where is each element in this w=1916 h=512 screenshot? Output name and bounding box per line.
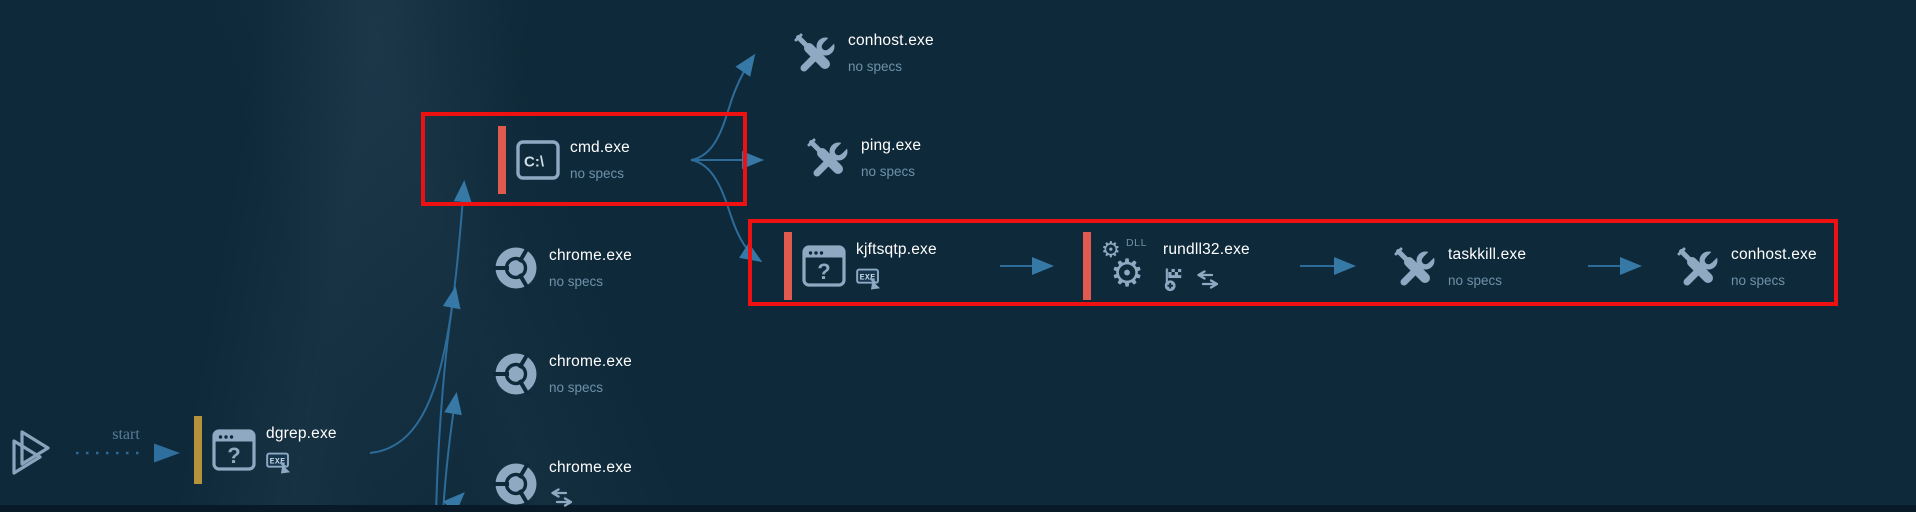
severity-bar-red	[784, 232, 792, 300]
autostart-flag-icon	[1163, 266, 1186, 293]
process-specs: no specs	[549, 274, 604, 289]
dll-label: DLL	[1126, 237, 1148, 249]
gear-glyph: ⚙	[1101, 238, 1121, 263]
process-name: taskkill.exe	[1448, 246, 1527, 263]
edge-dgrep-chrome2	[442, 392, 462, 512]
process-node-chrome-3[interactable]: chrome.exe	[493, 448, 632, 512]
process-node-kjftsqtp[interactable]: kjftsqtp.exe	[784, 230, 937, 302]
exe-file-icon	[856, 268, 883, 292]
process-node-cmd[interactable]: cmd.exe no specs	[498, 124, 630, 196]
process-name: dgrep.exe	[266, 424, 337, 442]
edge-dgrep-chrome1	[435, 286, 461, 512]
process-name: chrome.exe	[549, 247, 632, 264]
process-node-rundll32[interactable]: ⚙ ⚙ DLL rundll32.exe	[1083, 230, 1250, 302]
tools-icon	[803, 134, 851, 182]
window-question-icon	[212, 429, 256, 471]
exe-file-icon	[266, 452, 293, 476]
process-name: kjftsqtp.exe	[856, 240, 937, 258]
severity-bar-gold	[194, 416, 202, 484]
process-specs: no specs	[1448, 273, 1503, 288]
process-name: conhost.exe	[848, 32, 934, 49]
edge-cmd-conhost	[690, 53, 756, 161]
process-name: rundll32.exe	[1163, 240, 1250, 258]
tools-icon	[1390, 243, 1438, 291]
gear-glyph: ⚙	[1110, 251, 1145, 295]
edge-dgrep-chrome3	[442, 492, 465, 512]
chrome-icon	[493, 461, 539, 507]
tools-icon	[1673, 243, 1721, 291]
process-specs: no specs	[848, 59, 903, 74]
edge-dgrep-cmd	[369, 180, 472, 454]
process-name: chrome.exe	[549, 353, 632, 370]
process-node-ping[interactable]: ping.exe no specs	[803, 122, 921, 194]
dll-gears-icon: ⚙ ⚙ DLL	[1101, 237, 1153, 295]
tools-icon	[790, 29, 838, 77]
start-label: start	[112, 426, 140, 443]
chrome-icon	[493, 351, 539, 397]
start-play-icon	[8, 426, 52, 483]
process-name: cmd.exe	[570, 139, 630, 156]
process-node-conhost-top[interactable]: conhost.exe no specs	[790, 17, 934, 89]
severity-bar-red	[1083, 232, 1091, 300]
severity-bar-red	[498, 126, 506, 194]
cmd-prompt-icon	[516, 138, 560, 182]
chrome-icon	[493, 245, 539, 291]
process-specs: no specs	[549, 380, 604, 395]
process-node-conhost-chain[interactable]: conhost.exe no specs	[1673, 231, 1817, 303]
process-name: chrome.exe	[549, 458, 632, 476]
process-specs: no specs	[570, 166, 625, 181]
process-node-chrome-1[interactable]: chrome.exe no specs	[493, 232, 632, 304]
process-specs: no specs	[1731, 273, 1786, 288]
process-name: ping.exe	[861, 137, 922, 154]
start-arrowhead	[154, 443, 180, 463]
process-node-dgrep[interactable]: dgrep.exe	[194, 414, 337, 486]
process-node-chrome-2[interactable]: chrome.exe no specs	[493, 338, 632, 410]
process-specs: no specs	[861, 164, 916, 179]
process-name: conhost.exe	[1731, 246, 1817, 263]
network-activity-icon	[1195, 270, 1221, 290]
window-question-icon	[802, 245, 846, 287]
network-activity-icon	[549, 488, 575, 508]
process-node-taskkill[interactable]: taskkill.exe no specs	[1390, 231, 1526, 303]
bottom-edge-strip	[0, 505, 1916, 512]
highlight-box-chain	[748, 219, 1838, 306]
